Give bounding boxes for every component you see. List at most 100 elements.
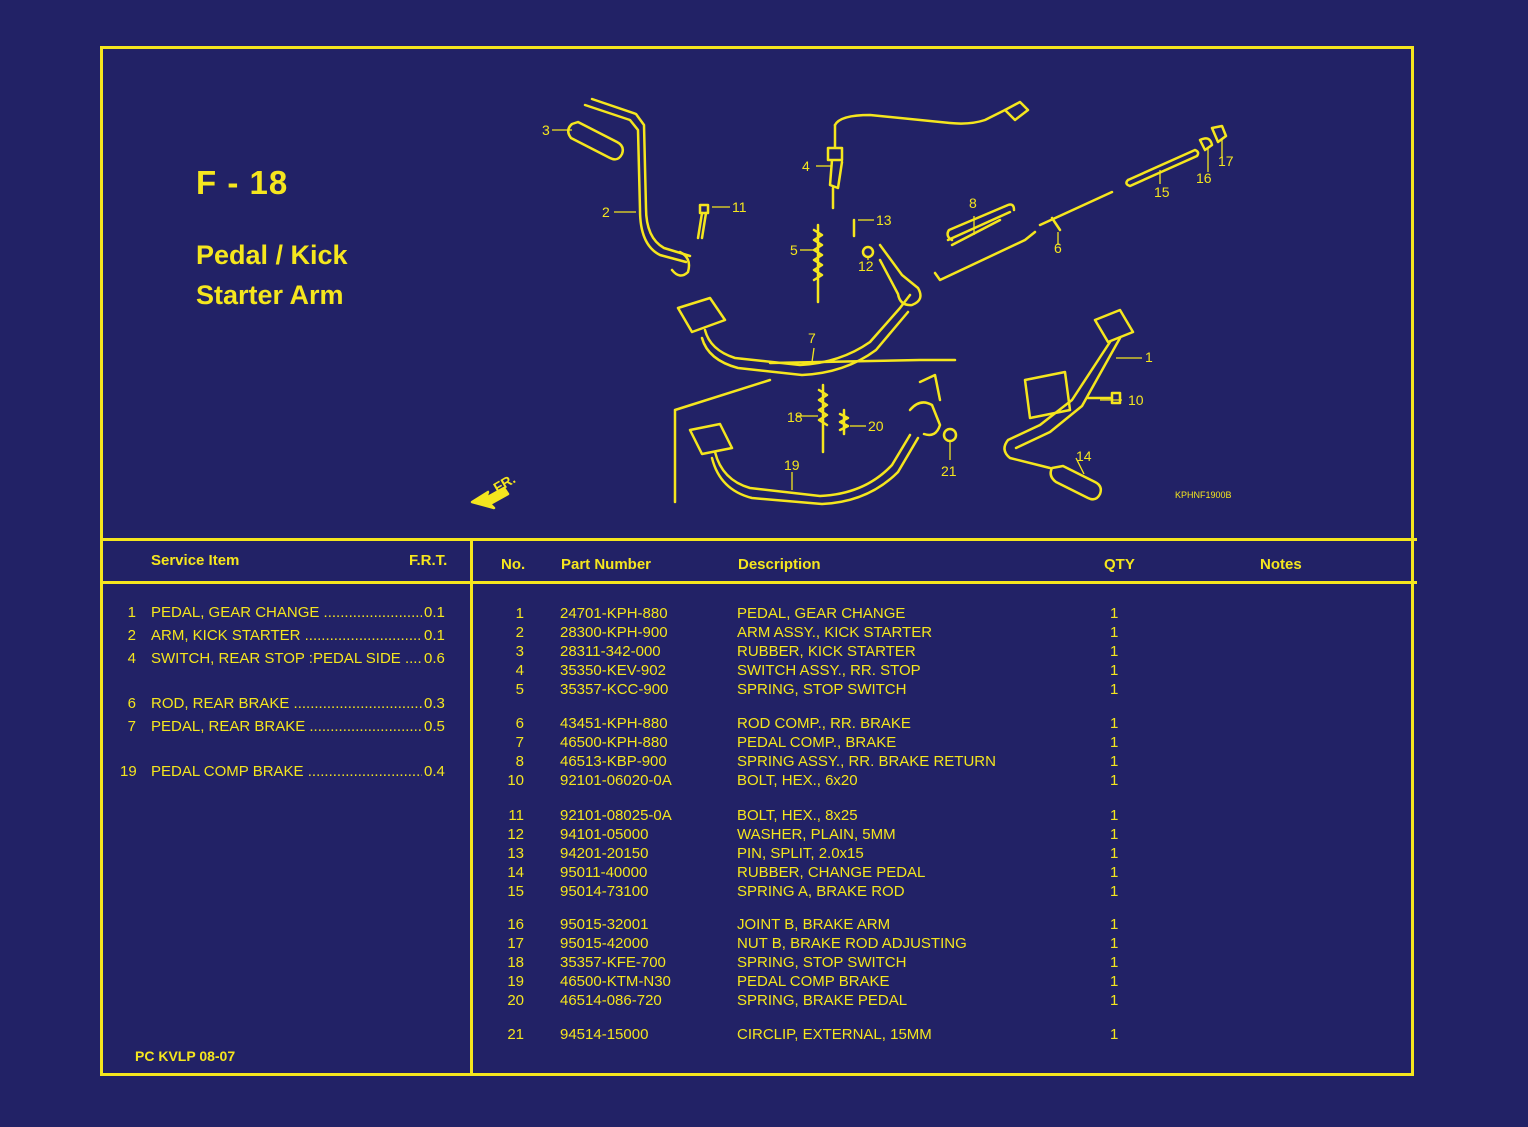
part-row-part-number: 28300-KPH-900: [560, 624, 668, 641]
part-row-part-number: 28311-342-000: [560, 643, 661, 660]
part-row-part-number: 94101-05000: [560, 826, 649, 843]
part-row-description: NUT B, BRAKE ROD ADJUSTING: [737, 935, 967, 952]
service-item-frt: 0.1: [422, 604, 445, 621]
service-item-number: 6: [127, 695, 136, 712]
part-row-description: SPRING, BRAKE PEDAL: [737, 992, 908, 1009]
part-row-description: SPRING A, BRAKE ROD: [737, 883, 905, 900]
part-row-qty: 1: [1110, 662, 1119, 679]
part-row-qty: 1: [1110, 605, 1119, 622]
part-row-number: 1: [515, 605, 524, 622]
figure-title-line-2: Starter Arm: [196, 280, 344, 310]
callout-10: 10: [1128, 392, 1144, 408]
service-item-name: PEDAL, REAR BRAKE: [151, 718, 422, 735]
service-item-frt: 0.6: [422, 650, 445, 667]
header-notes: Notes: [1260, 556, 1302, 573]
part-row-number: 3: [515, 643, 524, 660]
part-row-description: BOLT, HEX., 8x25: [737, 807, 858, 824]
front-arrow-icon: [470, 486, 510, 510]
exploded-parts-diagram: 3 2 11 4 5 13 12 7 8 6 15 16 17 1 10 14 …: [470, 97, 1234, 510]
part-row-description: SWITCH ASSY., RR. STOP: [737, 662, 921, 679]
bolt-11-drawing: [696, 203, 710, 240]
part-row-description: RUBBER, CHANGE PEDAL: [737, 864, 926, 881]
part-row-number: 11: [508, 807, 524, 824]
part-row-description: PEDAL COMP., BRAKE: [737, 734, 897, 751]
callout-13: 13: [876, 212, 892, 228]
part-row-qty: 1: [1110, 973, 1119, 990]
service-item-name: PEDAL COMP BRAKE: [151, 763, 422, 780]
part-row-qty: 1: [1110, 715, 1119, 732]
spring-5-drawing: [812, 223, 824, 304]
part-row-qty: 1: [1110, 916, 1119, 933]
footer-code: PC KVLP 08-07: [135, 1048, 236, 1064]
part-row-number: 15: [507, 883, 524, 900]
callout-6: 6: [1054, 240, 1062, 256]
part-row-description: PIN, SPLIT, 2.0x15: [737, 845, 864, 862]
part-row-number: 6: [515, 715, 524, 732]
part-row-number: 18: [507, 954, 524, 971]
service-item-frt: 0.5: [422, 718, 445, 735]
part-row-part-number: 46513-KBP-900: [560, 753, 667, 770]
callout-18: 18: [787, 409, 803, 425]
part-row-part-number: 94201-20150: [560, 845, 649, 862]
part-row-number: 16: [507, 916, 524, 933]
part-row-qty: 1: [1110, 826, 1119, 843]
part-row-number: 19: [507, 973, 524, 990]
washer-12-drawing: [861, 245, 875, 259]
part-row-description: CIRCLIP, EXTERNAL, 15MM: [737, 1026, 932, 1043]
part-row-number: 14: [507, 864, 524, 881]
header-part-number: Part Number: [561, 556, 652, 573]
page-frame: [100, 46, 1414, 1076]
part-row-part-number: 46500-KPH-880: [560, 734, 668, 751]
stop-switch-drawing: [826, 100, 1030, 210]
brake-pedal-19-drawing: [688, 373, 958, 506]
header-no: No.: [501, 556, 526, 573]
callout-5: 5: [790, 242, 798, 258]
service-item-number: 2: [127, 627, 136, 644]
part-row-number: 13: [507, 845, 524, 862]
part-row-qty: 1: [1110, 753, 1119, 770]
divider-headers: [100, 581, 1417, 584]
part-row-number: 17: [507, 935, 524, 952]
service-item-frt: 0.1: [422, 627, 445, 644]
part-row-part-number: 92101-08025-0A: [560, 807, 672, 824]
part-row-part-number: 95015-32001: [560, 916, 649, 933]
kick-starter-arm-drawing: [567, 97, 692, 277]
header-description: Description: [738, 556, 821, 573]
part-row-qty: 1: [1110, 807, 1119, 824]
part-row-part-number: 43451-KPH-880: [560, 715, 668, 732]
service-item-number: 7: [127, 718, 136, 735]
service-item-name: PEDAL, GEAR CHANGE: [151, 604, 422, 621]
callout-16: 16: [1196, 170, 1212, 186]
brake-pedal-7-drawing: [676, 243, 922, 377]
divider-columns: [470, 540, 473, 1076]
part-row-number: 10: [507, 772, 524, 789]
figure-title-line-1: Pedal / Kick: [196, 240, 348, 270]
callout-4: 4: [802, 158, 810, 174]
part-row-qty: 1: [1110, 845, 1119, 862]
callout-2: 2: [602, 204, 610, 220]
part-row-part-number: 46500-KTM-N30: [560, 973, 671, 990]
part-row-number: 5: [515, 681, 524, 698]
service-item-name: SWITCH, REAR STOP :PEDAL SIDE: [151, 650, 422, 667]
part-row-qty: 1: [1110, 992, 1119, 1009]
callout-8: 8: [969, 195, 977, 211]
callout-21: 21: [941, 463, 957, 479]
service-item-frt: 0.4: [422, 763, 445, 780]
leader-lines: [552, 129, 1223, 490]
part-row-part-number: 35357-KCC-900: [560, 681, 669, 698]
callout-3: 3: [542, 122, 550, 138]
part-row-part-number: 94514-15000: [560, 1026, 649, 1043]
part-row-description: SPRING, STOP SWITCH: [737, 681, 907, 698]
part-row-part-number: 92101-06020-0A: [560, 772, 672, 789]
callout-7: 7: [808, 330, 816, 346]
part-row-qty: 1: [1110, 864, 1119, 881]
part-row-qty: 1: [1110, 883, 1119, 900]
part-row-description: BOLT, HEX., 6x20: [737, 772, 858, 789]
part-row-qty: 1: [1110, 681, 1119, 698]
part-row-qty: 1: [1110, 954, 1119, 971]
figure-code: F - 18: [196, 164, 289, 201]
part-row-description: ROD COMP., RR. BRAKE: [737, 715, 911, 732]
service-item-name: ROD, REAR BRAKE: [151, 695, 422, 712]
service-item-number: 1: [127, 604, 136, 621]
header-qty: QTY: [1104, 556, 1135, 573]
